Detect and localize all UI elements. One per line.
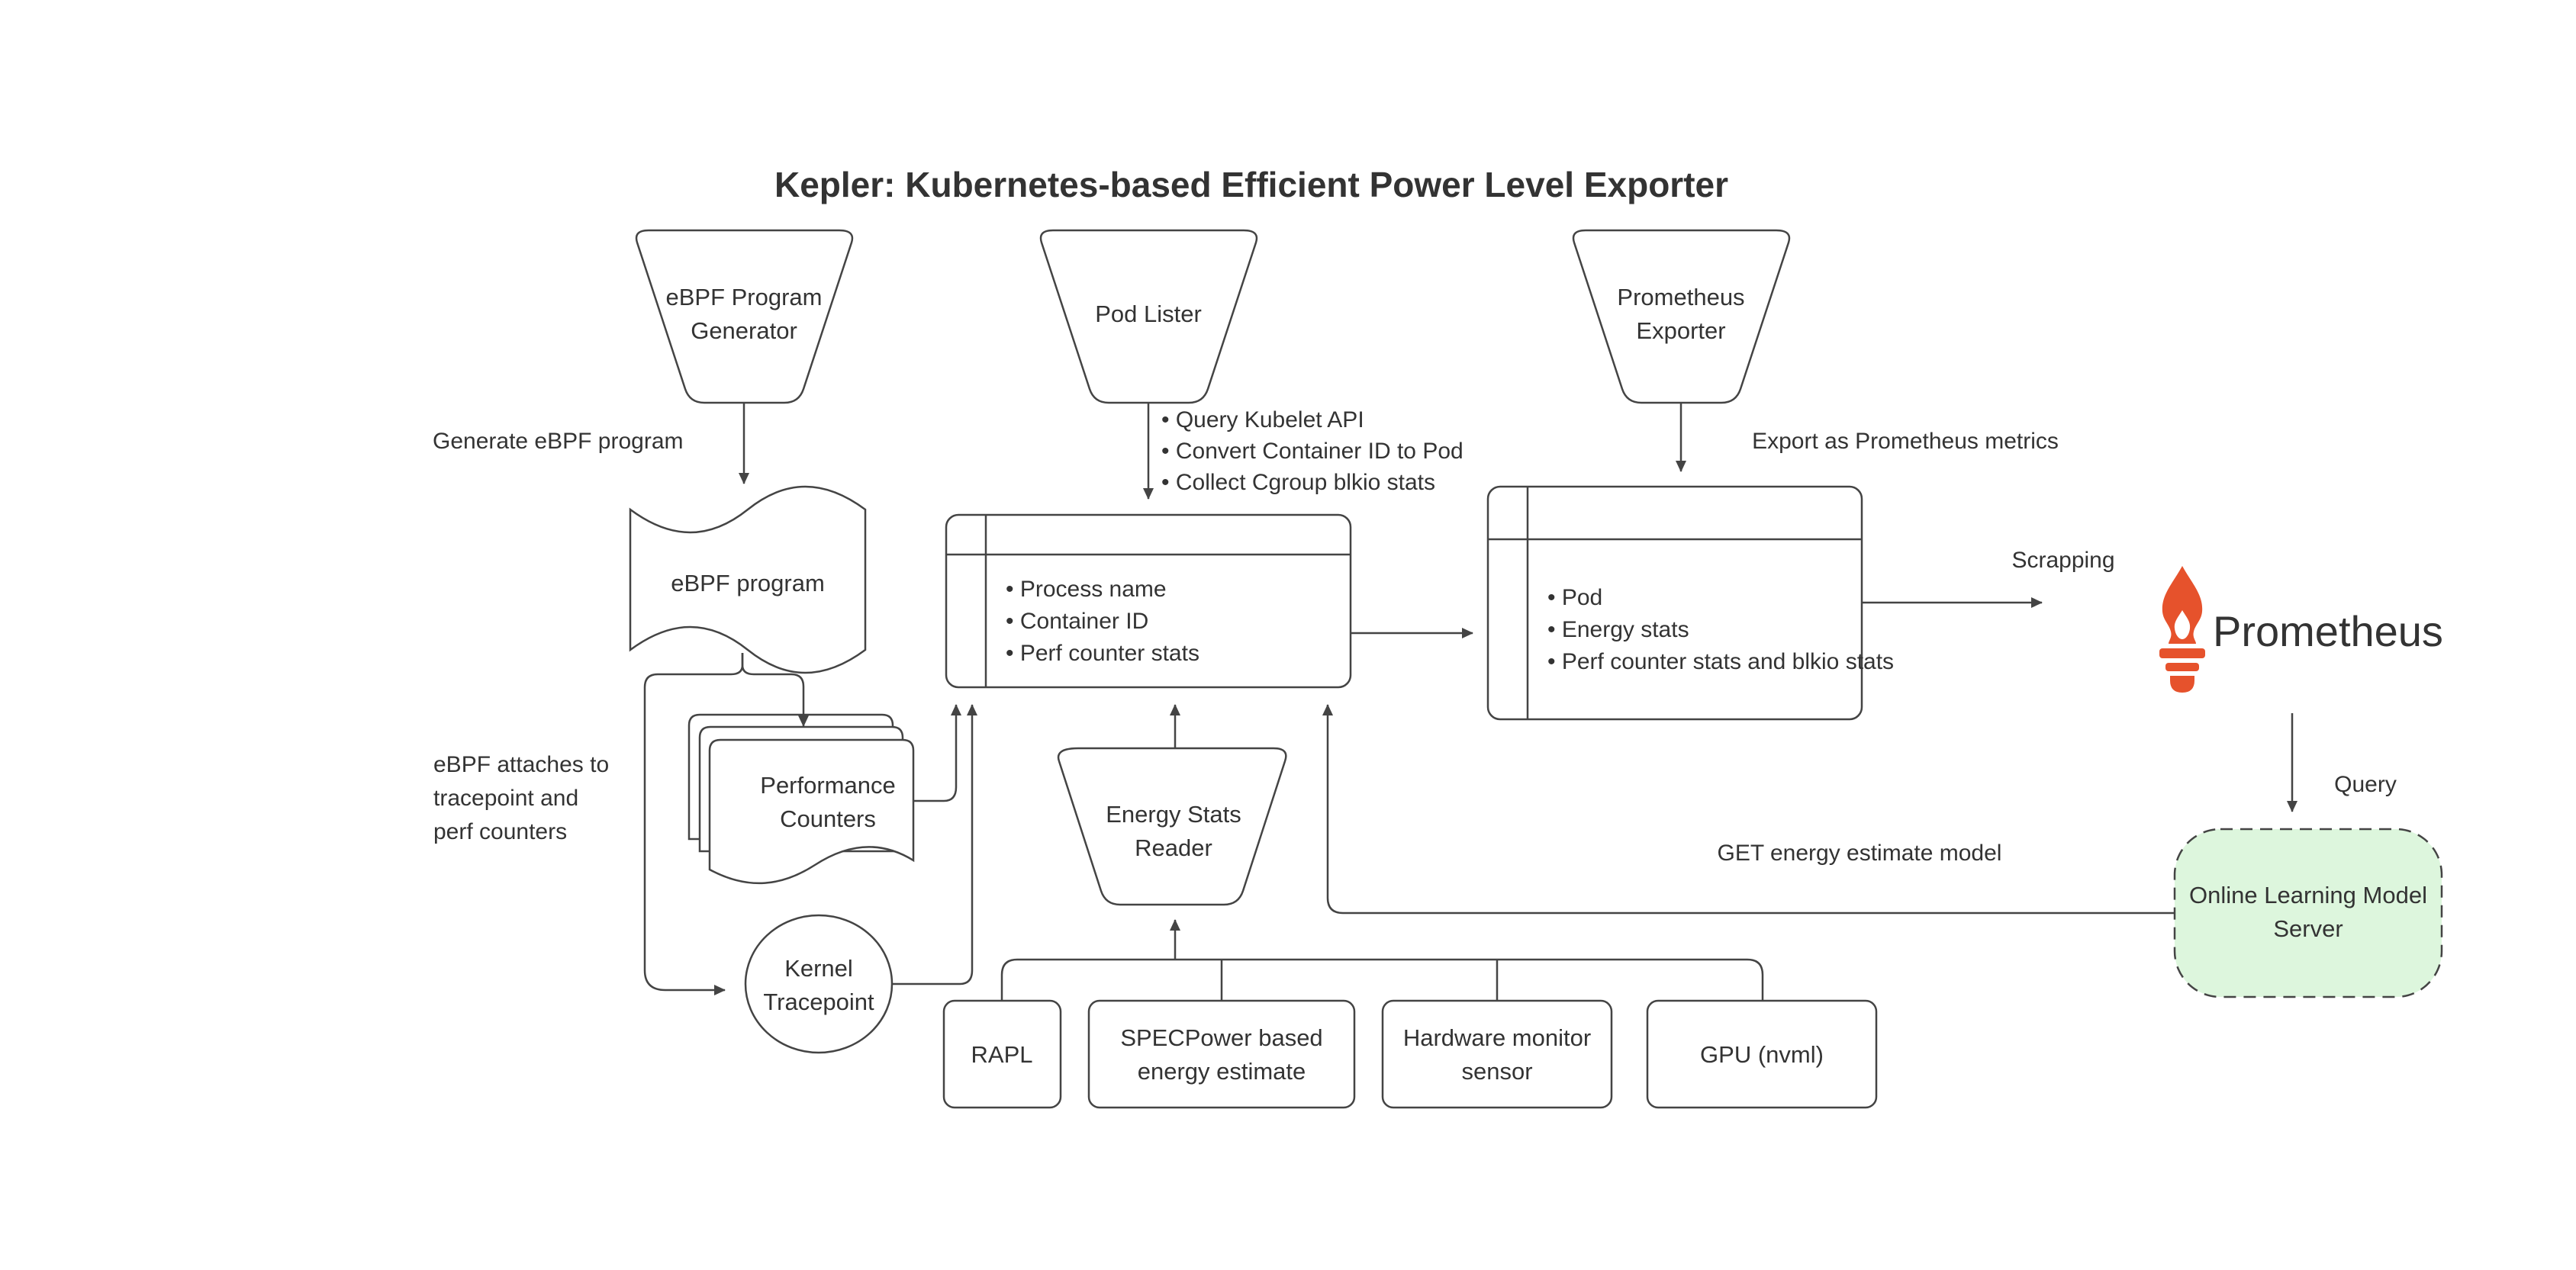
performance-counters-label-1: Performance bbox=[760, 772, 895, 799]
prometheus-logo: Prometheus bbox=[2159, 566, 2443, 693]
prometheus-flame-inner-icon bbox=[2174, 610, 2191, 639]
prometheus-torch-bar-bottom bbox=[2165, 663, 2199, 671]
ebpf-attaches-label-1: eBPF attaches to bbox=[433, 752, 609, 777]
kernel-tracepoint-node bbox=[744, 914, 894, 1054]
pod-lister-bullet-3: • Collect Cgroup blkio stats bbox=[1161, 470, 1435, 495]
prometheus-flame-icon bbox=[2162, 566, 2203, 644]
ebpf-attaches-label-2: tracepoint and bbox=[433, 786, 578, 811]
online-model-server-label-1: Online Learning Model bbox=[2189, 882, 2427, 908]
edge-server-get-model-to-process-table bbox=[1322, 704, 2175, 915]
edge-sources-collector bbox=[1000, 958, 1764, 1001]
energy-stats-reader-node bbox=[1057, 747, 1287, 906]
energy-stats-reader-label-1: Energy Stats bbox=[1106, 801, 1241, 828]
pod-table-box bbox=[1486, 485, 1863, 721]
process-table-node bbox=[945, 513, 1352, 689]
pod-lister-label: Pod Lister bbox=[1095, 301, 1202, 327]
rapl-label: RAPL bbox=[971, 1041, 1033, 1068]
hardware-sensor-label-1: Hardware monitor bbox=[1403, 1024, 1591, 1051]
hardware-sensor-label-2: sensor bbox=[1461, 1058, 1532, 1085]
edge-ebpf-program-to-tracepoint bbox=[643, 653, 744, 995]
online-model-server-label-2: Server bbox=[2273, 915, 2343, 942]
gpu-label: GPU (nvml) bbox=[1700, 1041, 1824, 1068]
performance-counters-node bbox=[687, 713, 915, 885]
prometheus-exporter-label-1: Prometheus bbox=[1617, 284, 1744, 310]
ebpf-generator-label-2: Generator bbox=[691, 317, 797, 344]
edge-ebpf-program-to-counters bbox=[741, 653, 809, 727]
ebpf-program-label: eBPF program bbox=[671, 570, 825, 596]
pod-table-node bbox=[1486, 485, 1863, 721]
specpower-node bbox=[1087, 999, 1356, 1109]
performance-counters-label-2: Counters bbox=[780, 805, 876, 832]
kernel-tracepoint-label-2: Tracepoint bbox=[763, 989, 874, 1015]
generate-ebpf-label: Generate eBPF program bbox=[433, 429, 684, 454]
process-table-item-1: • Process name bbox=[1006, 577, 1167, 602]
pod-table-item-3: • Perf counter stats and blkio stats bbox=[1547, 649, 1894, 674]
ebpf-attaches-label-3: perf counters bbox=[433, 819, 567, 844]
pod-lister-bullet-2: • Convert Container ID to Pod bbox=[1161, 439, 1463, 464]
energy-stats-reader-label-2: Reader bbox=[1135, 834, 1212, 861]
prometheus-exporter-node bbox=[1572, 229, 1791, 404]
prometheus-brand-text: Prometheus bbox=[2213, 607, 2443, 655]
diagram-title: Kepler: Kubernetes-based Efficient Power… bbox=[774, 165, 1728, 204]
ebpf-program-node bbox=[629, 485, 867, 674]
process-table-item-3: • Perf counter stats bbox=[1006, 641, 1199, 666]
pod-lister-bullet-1: • Query Kubelet API bbox=[1161, 407, 1364, 432]
process-table-box bbox=[945, 513, 1352, 689]
hardware-monitor-sensor-node bbox=[1381, 999, 1613, 1109]
specpower-label-2: energy estimate bbox=[1138, 1058, 1306, 1085]
kernel-tracepoint-label-1: Kernel bbox=[784, 955, 853, 982]
pod-lister-node bbox=[1039, 229, 1258, 404]
edge-tracepoint-to-process-table bbox=[892, 704, 977, 985]
ebpf-generator-label-1: eBPF Program bbox=[665, 284, 822, 310]
edge-counters-to-process-table bbox=[913, 704, 961, 802]
export-metrics-label: Export as Prometheus metrics bbox=[1752, 429, 2059, 454]
prometheus-torch-base-icon bbox=[2170, 676, 2194, 693]
performance-counters-sheet-front bbox=[708, 738, 915, 885]
online-learning-model-server-node bbox=[2173, 828, 2443, 998]
process-table-item-2: • Container ID bbox=[1006, 609, 1148, 634]
ebpf-program-generator-node bbox=[635, 229, 854, 404]
pod-table-item-2: • Energy stats bbox=[1547, 617, 1689, 642]
query-label: Query bbox=[2334, 772, 2397, 797]
prometheus-torch-bar-top bbox=[2159, 648, 2205, 658]
get-model-label: GET energy estimate model bbox=[1718, 841, 2002, 866]
pod-table-item-1: • Pod bbox=[1547, 585, 1602, 610]
prometheus-exporter-label-2: Exporter bbox=[1636, 317, 1725, 344]
specpower-label-1: SPECPower based bbox=[1120, 1024, 1322, 1051]
scrapping-label: Scrapping bbox=[2011, 548, 2114, 573]
